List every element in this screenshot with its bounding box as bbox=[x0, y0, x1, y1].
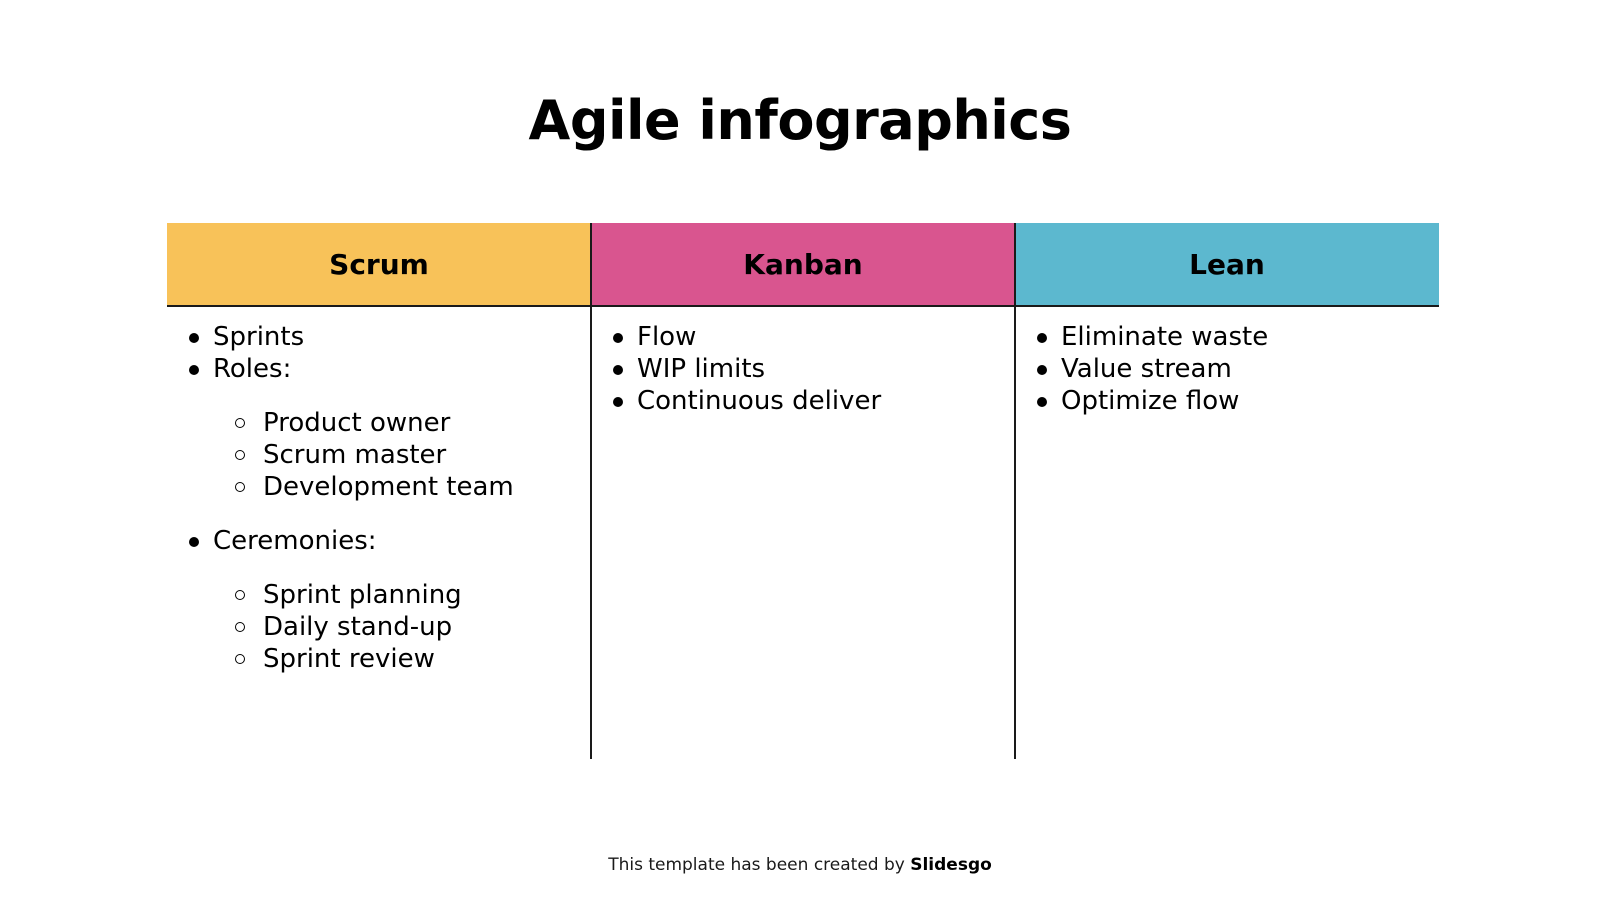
list-item-label: Roles: bbox=[213, 354, 292, 384]
comparison-table: Scrum Sprints Roles: Product owner bbox=[167, 223, 1439, 759]
list-item: Continuous deliver bbox=[611, 385, 1006, 417]
sub-list-item: Daily stand-up bbox=[213, 611, 582, 643]
bullet-icon bbox=[613, 365, 623, 375]
bullet-list: Eliminate waste Value stream Optimize fl… bbox=[1035, 321, 1430, 417]
sub-list-item: Scrum master bbox=[213, 439, 582, 471]
sub-list-item-label: Product owner bbox=[263, 408, 451, 438]
sub-list: Sprint planning Daily stand-up Sprint re… bbox=[213, 579, 582, 675]
header-divider bbox=[167, 305, 1439, 307]
list-item-label: Continuous deliver bbox=[637, 386, 882, 416]
list-item: Optimize flow bbox=[1035, 385, 1430, 417]
hollow-bullet-icon bbox=[235, 590, 245, 600]
sub-list-item: Sprint review bbox=[213, 643, 582, 675]
hollow-bullet-icon bbox=[235, 418, 245, 428]
bullet-list: Sprints Roles: Product owner Scrum maste… bbox=[187, 321, 582, 675]
sub-list-item-label: Sprint review bbox=[263, 644, 435, 674]
bullet-icon bbox=[1037, 333, 1047, 343]
sub-list-item-label: Scrum master bbox=[263, 440, 447, 470]
footer-brand-link[interactable]: Slidesgo bbox=[910, 855, 992, 875]
list-item-label: Eliminate waste bbox=[1061, 322, 1269, 352]
hollow-bullet-icon bbox=[235, 654, 245, 664]
bullet-icon bbox=[189, 537, 199, 547]
list-item-label: Optimize flow bbox=[1061, 386, 1240, 416]
list-item-label: WIP limits bbox=[637, 354, 766, 384]
list-item-label: Value stream bbox=[1061, 354, 1232, 384]
bullet-icon bbox=[613, 397, 623, 407]
column-body-scrum: Sprints Roles: Product owner Scrum maste… bbox=[187, 321, 582, 697]
sub-list-item: Product owner bbox=[213, 407, 582, 439]
column-divider bbox=[1014, 223, 1016, 759]
sub-list-item: Sprint planning bbox=[213, 579, 582, 611]
list-item: Ceremonies: Sprint planning Daily stand-… bbox=[187, 525, 582, 675]
column-header-lean: Lean bbox=[1015, 223, 1439, 306]
list-item-label: Sprints bbox=[213, 322, 305, 352]
list-item: Eliminate waste bbox=[1035, 321, 1430, 353]
sub-list-item-label: Daily stand-up bbox=[263, 612, 453, 642]
sub-list: Product owner Scrum master Development t… bbox=[213, 407, 582, 503]
footer-credit: This template has been created by Slides… bbox=[0, 855, 1600, 875]
column-body-lean: Eliminate waste Value stream Optimize fl… bbox=[1035, 321, 1430, 417]
bullet-icon bbox=[1037, 365, 1047, 375]
bullet-icon bbox=[1037, 397, 1047, 407]
list-item-label: Ceremonies: bbox=[213, 526, 377, 556]
column-header-kanban: Kanban bbox=[591, 223, 1015, 306]
sub-list-item: Development team bbox=[213, 471, 582, 503]
sub-list-item-label: Sprint planning bbox=[263, 580, 462, 610]
footer-text: This template has been created by bbox=[608, 855, 911, 875]
list-item-label: Flow bbox=[637, 322, 697, 352]
hollow-bullet-icon bbox=[235, 450, 245, 460]
list-item: Sprints bbox=[187, 321, 582, 353]
hollow-bullet-icon bbox=[235, 622, 245, 632]
bullet-list: Flow WIP limits Continuous deliver bbox=[611, 321, 1006, 417]
sub-list-item-label: Development team bbox=[263, 472, 514, 502]
column-scrum: Scrum Sprints Roles: Product owner bbox=[167, 223, 591, 759]
bullet-icon bbox=[189, 365, 199, 375]
column-header-scrum: Scrum bbox=[167, 223, 591, 306]
bullet-icon bbox=[189, 333, 199, 343]
list-item: Flow bbox=[611, 321, 1006, 353]
list-item: Value stream bbox=[1035, 353, 1430, 385]
column-lean: Lean Eliminate waste Value stream Optimi… bbox=[1015, 223, 1439, 759]
bullet-icon bbox=[613, 333, 623, 343]
column-kanban: Kanban Flow WIP limits Continuous delive… bbox=[591, 223, 1015, 759]
hollow-bullet-icon bbox=[235, 482, 245, 492]
list-item: WIP limits bbox=[611, 353, 1006, 385]
column-body-kanban: Flow WIP limits Continuous deliver bbox=[611, 321, 1006, 417]
page-title: Agile infographics bbox=[528, 89, 1072, 152]
column-divider bbox=[590, 223, 592, 759]
list-item: Roles: Product owner Scrum master Dev bbox=[187, 353, 582, 503]
